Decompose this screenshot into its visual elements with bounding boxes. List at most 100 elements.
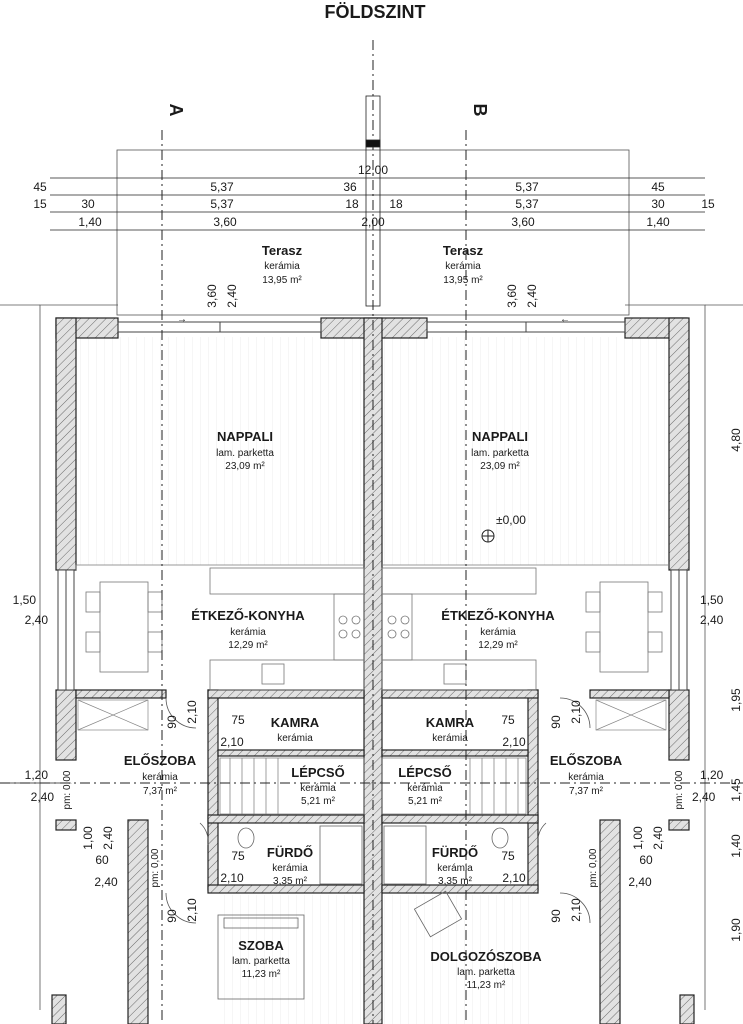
dim-door-210: 2,10 — [502, 871, 526, 885]
dim-r3: 3,60 — [511, 215, 535, 229]
dim-door-210: 2,10 — [185, 700, 199, 724]
room-floor: kerámia — [437, 863, 473, 874]
room-area: 23,09 m² — [225, 461, 265, 472]
room-area: 7,37 m² — [143, 786, 178, 797]
dim-door-210: 2,10 — [502, 735, 526, 749]
room-name: Terasz — [443, 243, 484, 258]
room-label-konyha-left: ÉTKEZŐ-KONYHA kerámia 12,29 m² — [191, 608, 305, 651]
axis-label-b: B — [470, 104, 490, 117]
dim-total: 12,00 — [358, 163, 388, 177]
room-name: LÉPCSŐ — [291, 765, 344, 780]
dim-door: 3,60 — [505, 284, 519, 308]
slide-arrow-icon: → — [177, 314, 187, 325]
axis-lines — [0, 40, 743, 1024]
room-floor: kerámia — [445, 261, 481, 272]
room-label-konyha-right: ÉTKEZŐ-KONYHA kerámia 12,29 m² — [441, 608, 555, 651]
room-label-eloszoba-right: ELŐSZOBA kerámia 7,37 m² — [550, 753, 623, 797]
room-label-nappali-right: NAPPALI lam. parketta 23,09 m² — [471, 429, 529, 472]
room-label-lepcso-right: LÉPCSŐ kerámia 5,21 m² — [398, 765, 451, 807]
pm-label: pm: 0,00 — [588, 848, 599, 887]
dim-entry: 1,20 — [25, 768, 49, 782]
room-floor: kerámia — [407, 783, 443, 794]
dim-small-window: 60 — [95, 853, 109, 867]
dim-r2: 30 — [81, 197, 95, 211]
dim-r1: 5,37 — [515, 180, 539, 194]
dim-r3: 1,40 — [78, 215, 102, 229]
dim-height: 1,40 — [729, 834, 743, 858]
room-name: FÜRDŐ — [432, 845, 478, 860]
level-mark-icon — [482, 530, 494, 542]
dim-r1: 5,37 — [210, 180, 234, 194]
dim-r1: 45 — [33, 180, 47, 194]
dim-r2: 18 — [345, 197, 359, 211]
room-label-kamra-left: KAMRA kerámia — [271, 715, 320, 744]
dim-small-window: 2,40 — [651, 826, 665, 850]
room-name: ÉTKEZŐ-KONYHA — [441, 608, 555, 623]
dimension-lines — [0, 177, 705, 784]
terrace-doors — [117, 321, 626, 333]
dim-small-window: 1,00 — [631, 826, 645, 850]
room-floor: lam. parketta — [232, 956, 290, 967]
room-area: 13,95 m² — [262, 275, 302, 286]
dim-door-210: 2,10 — [569, 898, 583, 922]
wardrobes — [77, 699, 667, 731]
dim-r2: 30 — [651, 197, 665, 211]
dim-height: 1,90 — [729, 918, 743, 942]
room-area: 11,23 m² — [242, 969, 281, 980]
dim-entry: 2,40 — [692, 790, 716, 804]
room-name: ELŐSZOBA — [550, 753, 623, 768]
slide-arrow-icon: ← — [560, 314, 570, 325]
dim-r2: 5,37 — [210, 197, 234, 211]
dim-door-75: 75 — [231, 849, 245, 863]
dim-door-90: 90 — [165, 715, 179, 729]
room-name: KAMRA — [271, 715, 320, 730]
stairs — [219, 757, 527, 815]
room-area: 23,09 m² — [480, 461, 520, 472]
dim-small-window: 1,00 — [81, 826, 95, 850]
dim-entry: 1,20 — [700, 768, 724, 782]
room-area: 5,21 m² — [301, 796, 336, 807]
dim-door: 2,40 — [525, 284, 539, 308]
level-mark-label: ±0,00 — [496, 513, 526, 527]
dim-small-window: 2,40 — [628, 875, 652, 889]
room-label-nappali-left: NAPPALI lam. parketta 23,09 m² — [216, 429, 274, 472]
room-label-szoba: SZOBA lam. parketta 11,23 m² — [232, 938, 290, 980]
dim-small-window: 60 — [639, 853, 653, 867]
room-label-lepcso-left: LÉPCSŐ kerámia 5,21 m² — [291, 765, 344, 807]
room-label-eloszoba-left: ELŐSZOBA kerámia 7,37 m² — [124, 753, 197, 797]
bathroom-fixtures — [237, 825, 509, 885]
dim-door-210: 2,10 — [569, 700, 583, 724]
room-floor: lam. parketta — [471, 448, 529, 459]
room-area: 13,95 m² — [443, 275, 483, 286]
room-name: KAMRA — [426, 715, 475, 730]
dim-r2: 18 — [389, 197, 403, 211]
dim-height: 1,95 — [729, 688, 743, 712]
room-name: NAPPALI — [217, 429, 273, 444]
dim-height: 4,80 — [729, 428, 743, 452]
room-floor: kerámia — [300, 783, 336, 794]
dim-door: 3,60 — [205, 284, 219, 308]
door-swings — [165, 697, 591, 924]
dim-small-window: 2,40 — [94, 875, 118, 889]
outer-outline — [0, 304, 743, 1010]
room-floor: kerámia — [568, 772, 604, 783]
dim-door: 2,40 — [225, 284, 239, 308]
room-name: NAPPALI — [472, 429, 528, 444]
dim-window: 2,40 — [25, 613, 49, 627]
dim-window: 1,50 — [700, 593, 724, 607]
dim-window: 2,40 — [700, 613, 724, 627]
dim-entry: 2,40 — [31, 790, 55, 804]
room-area: 12,29 m² — [228, 640, 268, 651]
room-label-kamra-right: KAMRA kerámia — [426, 715, 475, 744]
dim-door-75: 75 — [501, 713, 515, 727]
dim-door-210: 2,10 — [220, 871, 244, 885]
pm-label: pm: 0,00 — [150, 848, 161, 887]
dim-r2: 15 — [701, 197, 715, 211]
dim-door-75: 75 — [231, 713, 245, 727]
axis-label-a: A — [166, 104, 186, 117]
room-area: 7,37 m² — [569, 786, 604, 797]
dim-r2: 15 — [33, 197, 47, 211]
room-floor: kerámia — [264, 261, 300, 272]
plan-title: FÖLDSZINT — [325, 2, 426, 22]
